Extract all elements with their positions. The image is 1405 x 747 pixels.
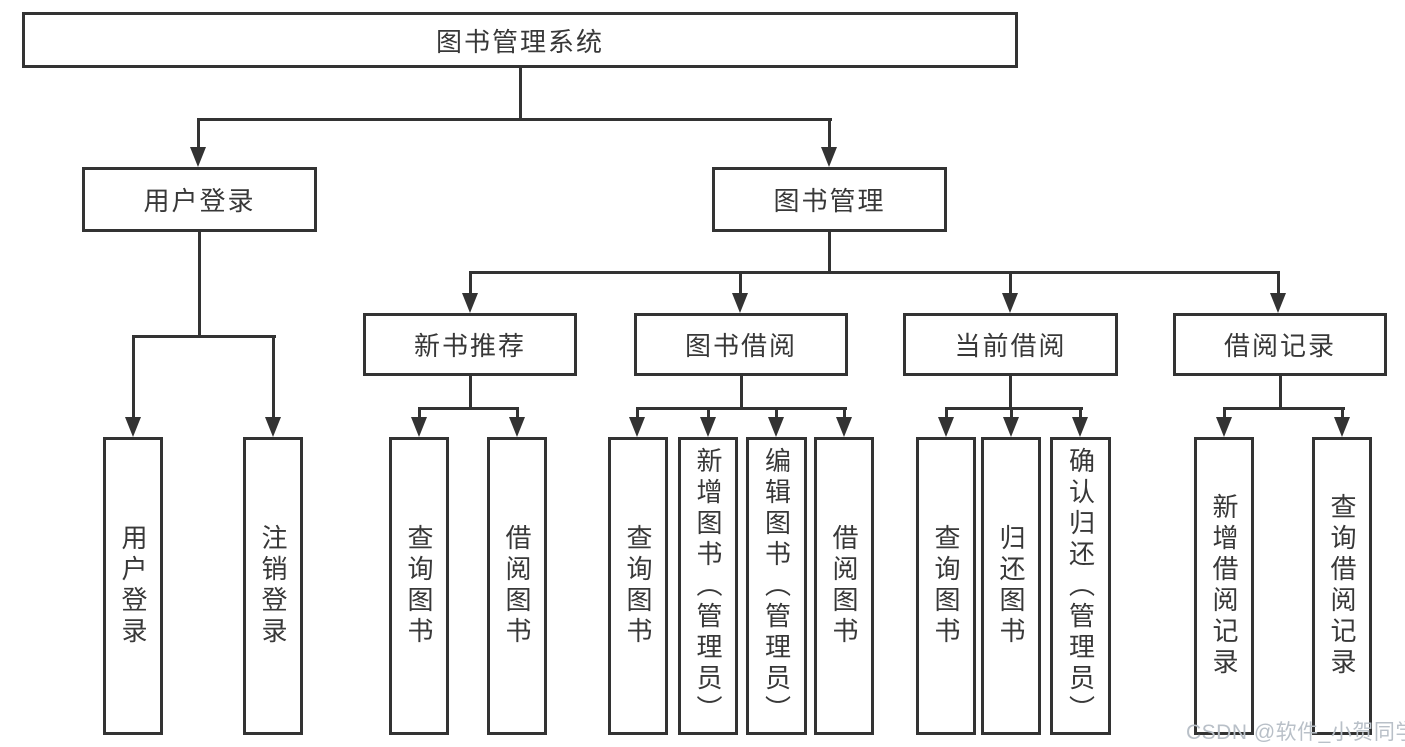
arrowhead-icon [836,417,852,437]
node-label: 用户登录 [143,186,256,216]
arrowhead-icon [1216,417,1232,437]
connector-line [636,407,639,421]
node-book-borrow: 图书借阅 [634,313,848,376]
connector-line [945,407,948,421]
arrowhead-icon [125,417,141,437]
leaf-borrow-books-recommend: 借阅图书 [487,437,547,735]
arrowhead-icon [629,417,645,437]
leaf-label: 借阅图书 [502,524,532,648]
arrowhead-icon [821,147,837,167]
leaf-label: 注销登录 [258,524,288,648]
connector-line [469,271,1280,274]
leaf-label: 新增借阅记录 [1209,493,1239,679]
leaf-query-borrow-record: 查询借阅记录 [1312,437,1372,735]
node-label: 新书推荐 [413,331,526,361]
leaf-label: 归还图书 [996,524,1026,648]
arrowhead-icon [411,417,427,437]
connector-line [469,271,472,297]
connector-line [828,118,831,150]
arrowhead-icon [700,417,716,437]
leaf-add-borrow-record: 新增借阅记录 [1194,437,1254,735]
node-book-management: 图书管理 [712,167,947,232]
node-borrow-records: 借阅记录 [1173,313,1387,376]
arrowhead-icon [265,417,281,437]
connector-line [198,232,201,337]
node-library-management-system: 图书管理系统 [22,12,1018,68]
arrowhead-icon [768,417,784,437]
connector-line [739,271,742,297]
node-label: 当前借阅 [954,331,1067,361]
connector-line [1279,376,1282,409]
arrowhead-icon [938,417,954,437]
connector-line [132,335,276,338]
node-current-borrow: 当前借阅 [903,313,1118,376]
connector-line [740,376,743,409]
arrowhead-icon [1003,417,1019,437]
connector-line [469,376,472,409]
arrowhead-icon [1072,417,1088,437]
arrowhead-icon [462,293,478,313]
connector-line [707,407,710,421]
arrowhead-icon [509,417,525,437]
leaf-return-books: 归还图书 [981,437,1041,735]
connector-line [197,118,200,150]
connector-line [1277,271,1280,297]
leaf-label: 编辑图书（管理员） [761,446,792,726]
watermark: CSDN @软件_小贺同学 [1186,721,1405,744]
connector-line [1009,376,1012,409]
leaf-confirm-return-admin: 确认归还（管理员） [1050,437,1111,735]
connector-line [1223,407,1345,410]
arrowhead-icon [1270,293,1286,313]
connector-line [1010,407,1013,421]
leaf-borrow-books: 借阅图书 [814,437,874,735]
leaf-label: 新增图书（管理员） [693,446,723,726]
connector-line [519,68,522,120]
leaf-user-login: 用户登录 [103,437,163,735]
connector-line [945,407,1083,410]
leaf-add-books-admin: 新增图书（管理员） [678,437,738,735]
connector-line [418,407,421,421]
connector-line [1009,271,1012,297]
leaf-label: 确认归还（管理员） [1065,446,1096,726]
arrowhead-icon [190,147,206,167]
leaf-query-books-borrow: 查询图书 [608,437,668,735]
node-new-book-recommend: 新书推荐 [363,313,577,376]
arrowhead-icon [1002,293,1018,313]
arrowhead-icon [1334,417,1350,437]
connector-line [1223,407,1226,421]
node-label: 图书管理 [773,186,886,216]
connector-line [516,407,519,421]
leaf-edit-books-admin: 编辑图书（管理员） [746,437,807,735]
connector-line [775,407,778,421]
connector-line [1341,407,1344,421]
leaf-label: 借阅图书 [829,524,859,648]
connector-line [843,407,846,421]
node-user-login: 用户登录 [82,167,317,232]
leaf-logout: 注销登录 [243,437,303,735]
connector-line [828,232,831,273]
connector-line [272,335,275,421]
node-label: 图书借阅 [684,331,797,361]
leaf-label: 查询图书 [404,524,434,648]
leaf-query-books-current: 查询图书 [916,437,976,735]
connector-line [1079,407,1082,421]
leaf-query-books-recommend: 查询图书 [389,437,449,735]
connector-line [132,335,135,421]
connector-line [418,407,519,410]
node-label: 图书管理系统 [435,26,604,57]
node-label: 借阅记录 [1223,331,1336,361]
leaf-label: 用户登录 [118,524,148,648]
leaf-label: 查询借阅记录 [1327,493,1357,679]
leaf-label: 查询图书 [623,524,653,648]
connector-line [636,407,847,410]
leaf-label: 查询图书 [931,524,961,648]
arrowhead-icon [732,293,748,313]
connector-line [197,118,832,121]
